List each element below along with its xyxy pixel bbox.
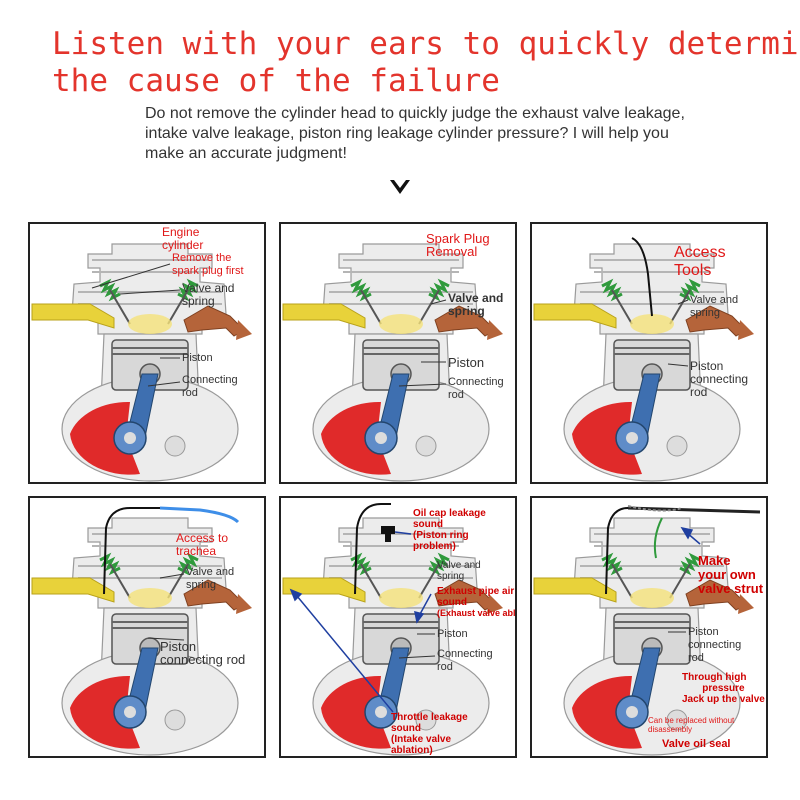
- label-throttle-leakage: Throttle leakage sound (Intake valve abl…: [391, 712, 468, 756]
- headline-line-2: the cause of the failure: [52, 63, 752, 100]
- headline: Listen with your ears to quickly determi…: [52, 26, 752, 100]
- panel-access-tools: Access Tools Valve and spring Piston con…: [530, 222, 768, 484]
- panel-title: Engine cylinder: [162, 226, 203, 252]
- label-piston-connecting-rod: Piston connecting rod: [690, 360, 748, 399]
- panel-title: Access to trachea: [176, 532, 228, 558]
- label-piston: Piston: [182, 352, 213, 365]
- label-replace-note: Can be replaced without disassembly: [648, 716, 734, 734]
- label-connecting-rod: Connecting rod: [448, 376, 504, 402]
- label-oil-cap-leakage: Oil cap leakage sound (Piston ring probl…: [413, 508, 486, 552]
- engine-diagram: [532, 224, 766, 482]
- label-valve-spring: Valve and spring: [186, 566, 234, 592]
- panel-valve-seal: Make your own valve strut Piston connect…: [530, 496, 768, 758]
- label-high-pressure: Through high pressure Jack up the valve: [682, 672, 765, 705]
- label-valve-oil-seal: Valve oil seal: [662, 738, 731, 751]
- panel-spark-plug-removal: Spark Plug Removal Valve and spring Pist…: [279, 222, 517, 484]
- panel-title: Spark Plug Removal: [426, 232, 490, 258]
- label-connecting-rod: Connecting rod: [437, 648, 493, 674]
- panel-leak-sounds: Oil cap leakage sound (Piston ring probl…: [279, 496, 517, 758]
- panel-access-trachea: Access to trachea Valve and spring Pisto…: [28, 496, 266, 758]
- label-valve-spring: Valve and spring: [690, 294, 738, 320]
- panel-engine-cylinder: Engine cylinder Remove the spark plug fi…: [28, 222, 266, 484]
- label-piston: Piston: [448, 356, 484, 369]
- label-valve-strut: Make your own valve strut: [698, 554, 763, 596]
- chevron-down-icon: [388, 178, 412, 198]
- label-valve-spring: Valve and spring: [448, 292, 503, 318]
- label-piston: Piston: [437, 628, 468, 641]
- headline-line-1: Listen with your ears to quickly determi…: [52, 26, 752, 63]
- label-exhaust-leakage: Exhaust pipe air leakage sound (Exhaust …: [437, 586, 517, 619]
- panel-title: Access Tools: [674, 244, 726, 280]
- intro-text: Do not remove the cylinder head to quick…: [145, 104, 685, 164]
- label-piston-connecting-rod: Piston connecting rod: [688, 626, 741, 665]
- panel-note: Remove the spark plug first: [172, 252, 244, 278]
- engine-diagram: [30, 498, 264, 756]
- label-valve-spring: Valve and spring: [182, 282, 234, 308]
- label-connecting-rod: Connecting rod: [182, 374, 238, 400]
- label-valve-spring: Valve and spring: [437, 560, 481, 582]
- label-piston-connecting-rod: Piston connecting rod: [160, 640, 245, 666]
- engine-diagram: [281, 224, 515, 482]
